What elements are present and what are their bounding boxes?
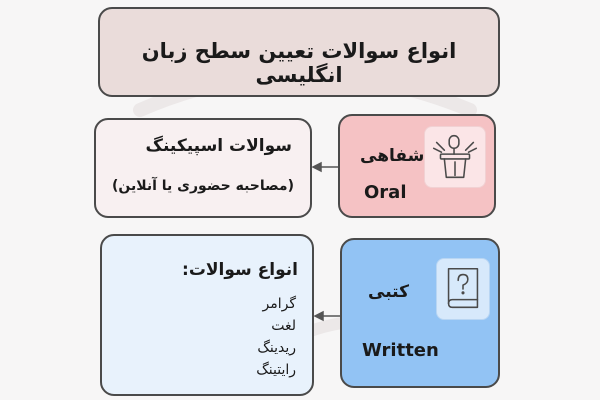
speaking-subtitle: (مصاحبه حضوری یا آنلاین) [111, 178, 294, 194]
interview-podium-icon [424, 126, 486, 188]
speaking-questions-box: سوالات اسپیکینگ (مصاحبه حضوری یا آنلاین) [94, 118, 312, 218]
list-item: ریدینگ [257, 340, 296, 356]
written-box: کتبی Written [340, 238, 500, 388]
written-types-heading: انواع سوالات: [182, 260, 298, 280]
oral-label-en: Oral [364, 182, 407, 203]
oral-to-speaking-arrow [311, 161, 338, 173]
list-item: رایتینگ [256, 362, 296, 378]
oral-box: شفاهی Oral [338, 114, 496, 218]
list-item: گرامر [262, 296, 296, 312]
diagram-title: انواع سوالات تعیین سطح زبان انگلیسی [141, 39, 457, 87]
written-types-box: انواع سوالات: گرامر لغت ریدینگ رایتینگ [100, 234, 314, 396]
question-book-icon [436, 258, 490, 320]
written-to-types-arrow [313, 310, 340, 322]
list-item: لغت [271, 318, 296, 334]
written-label-en: Written [362, 340, 439, 361]
speaking-title: سوالات اسپیکینگ [145, 136, 292, 156]
title-box: انواع سوالات تعیین سطح زبان انگلیسی [98, 7, 500, 97]
written-label-fa: کتبی [368, 282, 409, 302]
oral-label-fa: شفاهی [360, 146, 425, 166]
